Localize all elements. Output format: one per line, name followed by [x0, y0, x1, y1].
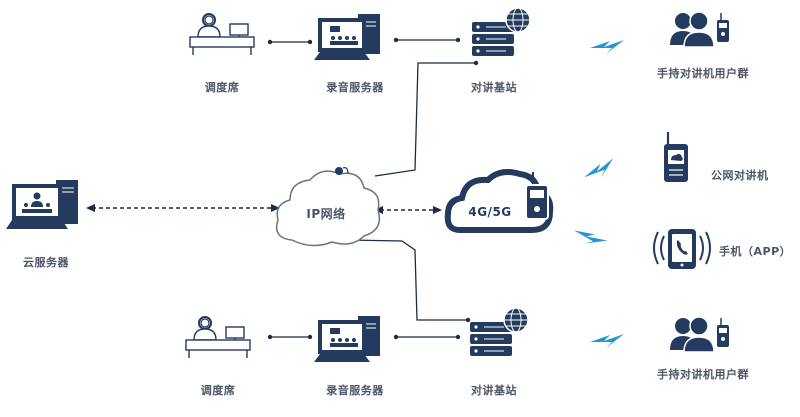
station-label-top: 对讲基站	[471, 81, 517, 94]
headset-operator-icon	[185, 316, 251, 359]
public-radio-icon	[664, 132, 688, 182]
cloud-server-icon	[6, 180, 78, 229]
lightning-signal-icon	[590, 40, 624, 54]
ip-network-label: IP网络	[306, 207, 346, 221]
station-label-bottom: 对讲基站	[471, 384, 517, 397]
dispatch-label-top: 调度席	[204, 81, 240, 94]
computer-server-icon	[313, 315, 381, 363]
headset-operator-icon	[189, 13, 255, 56]
public-radio-label: 公网对讲机	[711, 169, 769, 182]
smartphone-app-icon	[653, 229, 711, 269]
group-label-bottom: 手持对讲机用户群	[657, 368, 749, 381]
base-station-icon	[469, 307, 529, 357]
recorder-label-bottom: 录音服务器	[326, 384, 384, 397]
link-ip-station-top	[374, 62, 476, 177]
lightning-signal-icon	[571, 223, 608, 253]
cellular-cloud-icon	[444, 169, 554, 233]
cloud-server-label: 云服务器	[23, 256, 69, 269]
recorder-label-top: 录音服务器	[326, 81, 384, 94]
dispatch-label-bottom: 调度席	[200, 384, 236, 397]
phone-label: 手机（APP）	[719, 245, 792, 258]
base-station-icon	[471, 7, 531, 57]
ip-cloud-icon	[275, 167, 381, 247]
lightning-signal-icon	[590, 334, 624, 348]
lightning-signal-icon	[581, 158, 619, 183]
user-group-radio-icon	[669, 11, 730, 48]
group-label-top: 手持对讲机用户群	[657, 67, 749, 80]
computer-server-icon	[313, 13, 381, 61]
user-group-radio-icon	[669, 316, 730, 353]
link-ip-station-bottom	[347, 239, 468, 321]
network-gen-label: 4G/5G	[468, 205, 512, 219]
